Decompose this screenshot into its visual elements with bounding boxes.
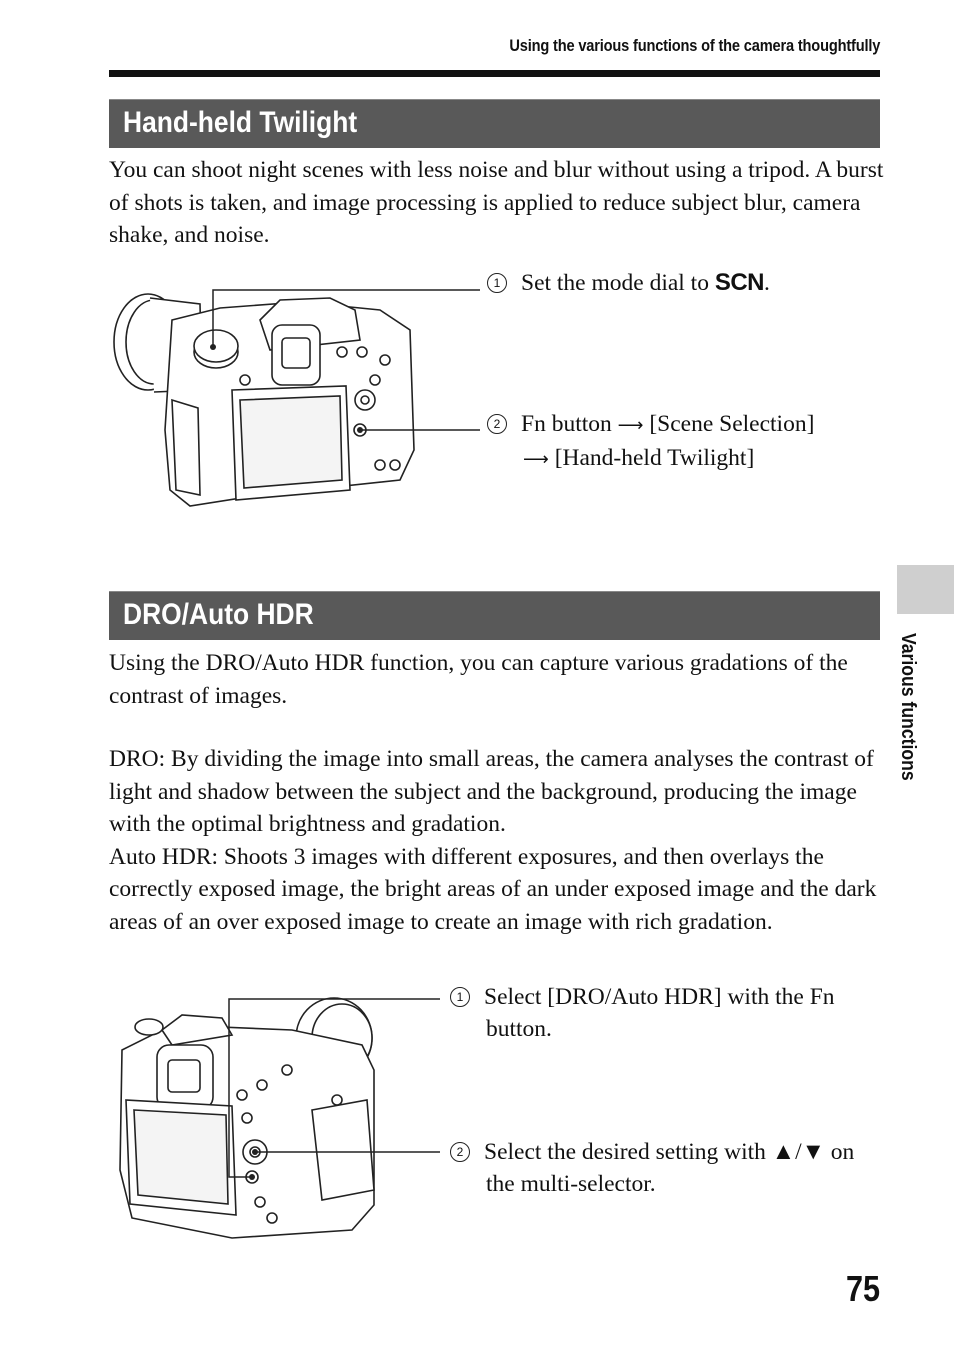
section-title: Hand-held Twilight [123,106,358,139]
header-rule [109,70,880,77]
right-arrow-icon: ⟶ [523,449,549,470]
step-number: 2 [450,1142,470,1162]
step2-text-line2: the multi-selector. [486,1171,656,1197]
step2-text-a: Fn button [521,411,618,437]
step2-text-c: [Hand-held Twilight] [548,445,755,471]
camera-back-illustration-1 [113,289,480,507]
section-heading-hand-held-twilight: Hand-held Twilight [109,99,880,148]
right-arrow-icon: ⟶ [617,415,644,436]
step-number: 1 [450,987,470,1007]
section2-body: DRO: By dividing the image into small ar… [109,743,884,938]
side-tab-text: Various functions [897,633,919,781]
side-tab-label: Various functions [896,633,924,808]
chapter-tab-marker [897,565,954,614]
section2-intro: Using the DRO/Auto HDR function, you can… [109,647,884,712]
auto-hdr-paragraph: Auto HDR: Shoots 3 images with different… [109,843,877,935]
step-number: 1 [487,273,507,293]
section-title: DRO/Auto HDR [123,598,314,631]
section1-step-1: 1 Set the mode dial to SCN. [487,267,770,299]
step-number: 2 [487,414,507,434]
camera-back-illustration-2 [119,997,440,1239]
dro-paragraph: DRO: By dividing the image into small ar… [109,746,874,837]
intro-paragraph: You can shoot night scenes with less noi… [109,157,884,248]
step1-text: Set the mode dial to [521,270,715,296]
step1-text-line2: button. [486,1016,552,1042]
step2-text: Select the desired setting with ▲/▼ on [484,1139,855,1165]
scn-mode-icon: SCN [714,269,765,296]
section-heading-dro-auto-hdr: DRO/Auto HDR [109,591,880,640]
step1-suffix: . [764,270,770,296]
page-number: 75 [845,1268,880,1309]
section2-step-1: 1 Select [DRO/Auto HDR] with the Fn butto… [450,981,835,1045]
running-head: Using the various functions of the camer… [509,36,880,55]
section1-intro: You can shoot night scenes with less noi… [109,154,884,252]
section1-step-2: 2 Fn button ⟶ [Scene Selection] ⟶ [Hand-h… [487,408,814,476]
step2-text-b: [Scene Selection] [643,411,815,437]
intro-paragraph: Using the DRO/Auto HDR function, you can… [109,650,848,709]
step1-text: Select [DRO/Auto HDR] with the Fn [484,984,835,1010]
